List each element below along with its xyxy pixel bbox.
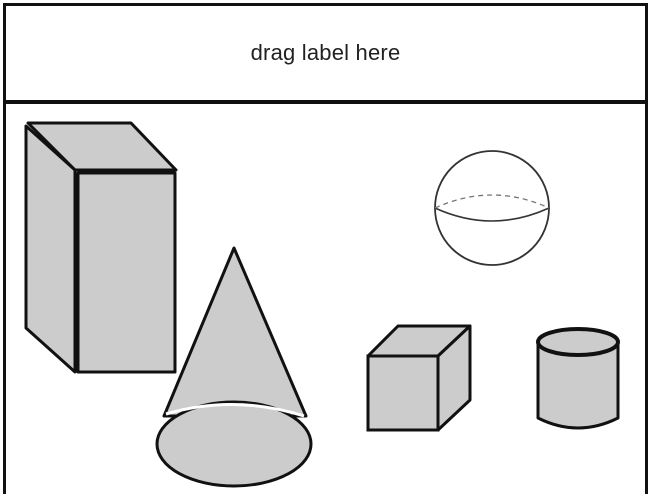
sphere-shape[interactable]	[426, 142, 558, 276]
right-group-panel[interactable]	[322, 104, 648, 494]
left-group-panel[interactable]	[3, 104, 326, 494]
cube-shape[interactable]	[362, 320, 472, 436]
drop-zone-label: drag label here	[251, 40, 401, 66]
label-drop-zone[interactable]: drag label here	[3, 3, 648, 104]
cylinder-shape[interactable]	[532, 322, 624, 440]
cone-shape[interactable]	[154, 244, 314, 494]
